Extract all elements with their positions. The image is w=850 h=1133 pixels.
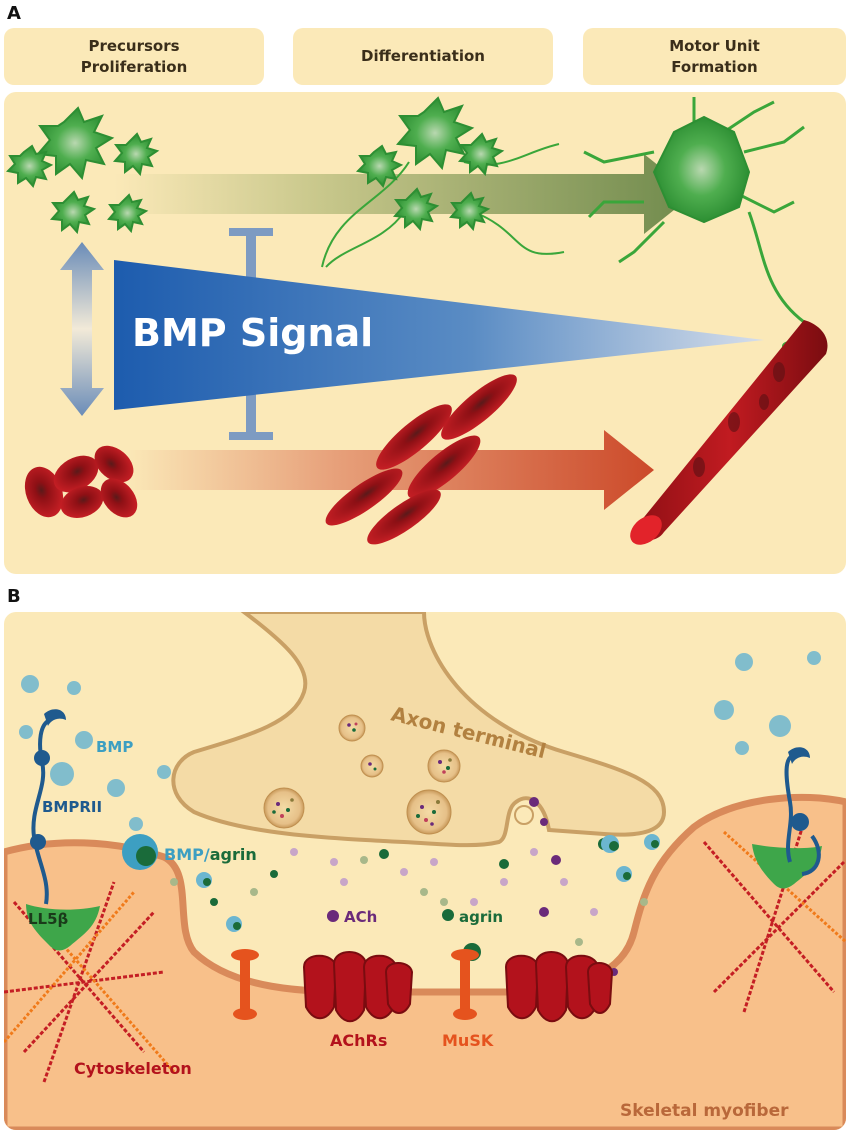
panel-a-diagram: BMP Signal bbox=[4, 92, 846, 574]
stage-label: Motor Unit Formation bbox=[669, 37, 760, 76]
bmp-signal-wedge bbox=[114, 260, 764, 410]
panel-a-letter: A bbox=[7, 3, 21, 24]
neural-precursors-icon bbox=[5, 106, 160, 235]
panel-b-diagram: Axon terminal BMP BMPRII BMP/agrin LL5β … bbox=[4, 612, 846, 1130]
bmp-signal-label: BMP Signal bbox=[132, 311, 373, 355]
bmprii-node-icon bbox=[30, 834, 46, 850]
achrs-label: AChRs bbox=[330, 1031, 387, 1050]
bmprii-receptor-right-icon bbox=[784, 754, 821, 876]
bmp-ligands-icon bbox=[19, 651, 821, 831]
stage-label: Differentiation bbox=[361, 47, 485, 66]
bmprii-node-icon bbox=[34, 750, 50, 766]
ach-legend-dot-icon bbox=[327, 910, 339, 922]
achr-cluster-icon bbox=[302, 951, 614, 1023]
ll5b-label: LL5β bbox=[28, 910, 69, 928]
inhibition-bar-lower-icon bbox=[229, 390, 273, 440]
myoblasts-icon bbox=[24, 445, 138, 518]
panel-b-letter: B bbox=[7, 586, 21, 607]
cytoskeleton-label: Cytoskeleton bbox=[74, 1059, 192, 1078]
neural-progression-arrow bbox=[114, 154, 694, 234]
vesicle-contents-icon bbox=[272, 722, 452, 826]
skeletal-myofiber bbox=[4, 793, 846, 1130]
ll5b-protein-icon bbox=[26, 904, 100, 951]
bmp-label: BMP bbox=[96, 738, 133, 756]
agrin-label: agrin bbox=[459, 908, 503, 926]
inhibition-bar-upper-icon bbox=[229, 228, 273, 282]
bmprii-node-icon bbox=[791, 813, 809, 831]
stage-differentiation: Differentiation bbox=[293, 28, 553, 85]
stage-label: Precursors Proliferation bbox=[80, 37, 188, 76]
ll5b-protein-right-icon bbox=[752, 844, 822, 889]
bmp-agrin-suffix: agrin bbox=[210, 845, 257, 864]
stage-motor-unit-formation: Motor Unit Formation bbox=[583, 28, 846, 85]
agrin-particles-faded-icon bbox=[170, 856, 648, 946]
bmprii-receptor-icon bbox=[31, 718, 52, 905]
double-arrow-icon bbox=[60, 242, 104, 416]
bmp-agrin-complex-core-icon bbox=[136, 846, 156, 866]
myocytes-icon bbox=[325, 374, 517, 545]
bmprii-ligand-cup-icon bbox=[44, 709, 66, 726]
bmprii-ligand-cup-right-icon bbox=[788, 747, 810, 764]
musk-receptor-icon bbox=[231, 949, 479, 1020]
bmp-agrin-label: BMP/agrin bbox=[164, 845, 257, 864]
stage-precursors-proliferation: Precursors Proliferation bbox=[4, 28, 264, 85]
synaptic-vesicles-icon bbox=[263, 714, 461, 835]
skeletal-myofiber-label: Skeletal myofiber bbox=[620, 1101, 789, 1121]
exocytosis-vesicle-icon bbox=[514, 805, 534, 825]
myotube-icon bbox=[630, 320, 828, 545]
bmprii-label: BMPRII bbox=[42, 798, 102, 816]
axon-terminal bbox=[171, 612, 667, 848]
differentiating-neurons-icon bbox=[321, 96, 565, 268]
ach-particles-faded-icon bbox=[290, 848, 598, 916]
bmp-agrin-complexes-icon bbox=[196, 834, 660, 932]
musk-label: MuSK bbox=[442, 1031, 494, 1050]
ach-label: ACh bbox=[344, 908, 377, 926]
agrin-legend-dot-icon bbox=[442, 909, 454, 921]
bmp-agrin-prefix: BMP/ bbox=[164, 845, 210, 864]
